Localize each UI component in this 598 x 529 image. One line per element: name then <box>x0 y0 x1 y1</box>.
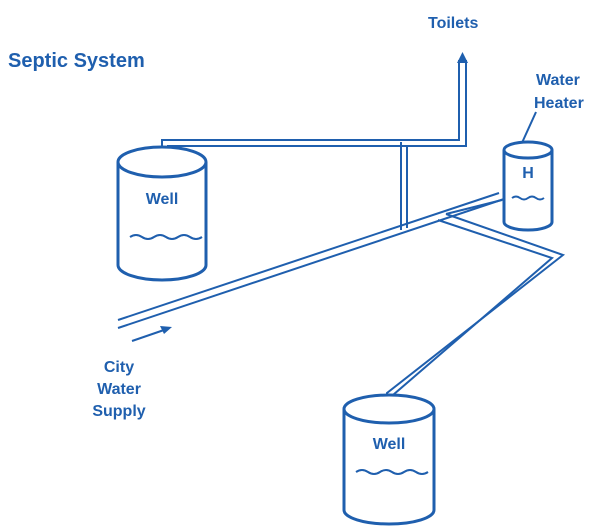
toilet-pipe-inner <box>167 60 467 156</box>
well-bottom-label: Well <box>373 436 406 453</box>
diagram-title: Septic System <box>8 50 145 72</box>
toilets-label: Toilets <box>428 15 478 32</box>
city-label-line2: Water <box>97 381 141 398</box>
well-bottom-water-line <box>355 469 429 475</box>
well-tank-left: Well <box>116 145 208 282</box>
heater-pointer-line <box>520 111 537 146</box>
water-heater-tank: H <box>502 140 554 232</box>
toilets-arrow-icon <box>457 52 468 63</box>
heater-water-line <box>511 195 545 201</box>
main-pipe-top-edge <box>117 192 500 321</box>
heater-link <box>445 199 503 215</box>
branch-pipe-outer <box>386 213 566 400</box>
well-left-label: Well <box>146 191 179 208</box>
branch-pipe-inner <box>392 219 554 400</box>
water-heater-label-line2: Heater <box>534 95 584 112</box>
heater-label: H <box>522 165 534 182</box>
water-heater-label-line1: Water <box>536 72 580 89</box>
city-label-line3: Supply <box>92 403 145 420</box>
city-label-line1: City <box>104 359 134 376</box>
well-left-water-line <box>129 234 203 240</box>
supply-arrow-icon <box>131 326 172 342</box>
well-tank-bottom: Well <box>342 393 436 526</box>
toilet-pipe-outer <box>161 60 460 156</box>
